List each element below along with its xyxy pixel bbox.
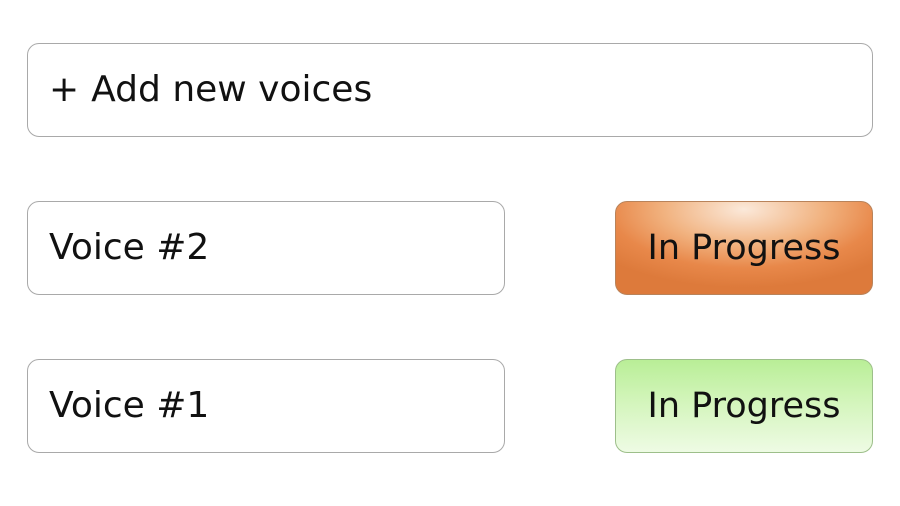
add-new-voices-label: Add new voices: [91, 69, 373, 110]
voice-item-2[interactable]: Voice #2: [27, 201, 505, 295]
status-label: In Progress: [647, 385, 841, 426]
add-new-voices-button[interactable]: + Add new voices: [27, 43, 873, 137]
status-button-voice-1[interactable]: In Progress: [615, 359, 873, 453]
status-button-voice-2[interactable]: In Progress: [615, 201, 873, 295]
voice-name: Voice #1: [49, 385, 210, 426]
voice-name: Voice #2: [49, 227, 210, 268]
voice-item-1[interactable]: Voice #1: [27, 359, 505, 453]
plus-icon: +: [49, 69, 80, 110]
status-label: In Progress: [647, 227, 841, 268]
